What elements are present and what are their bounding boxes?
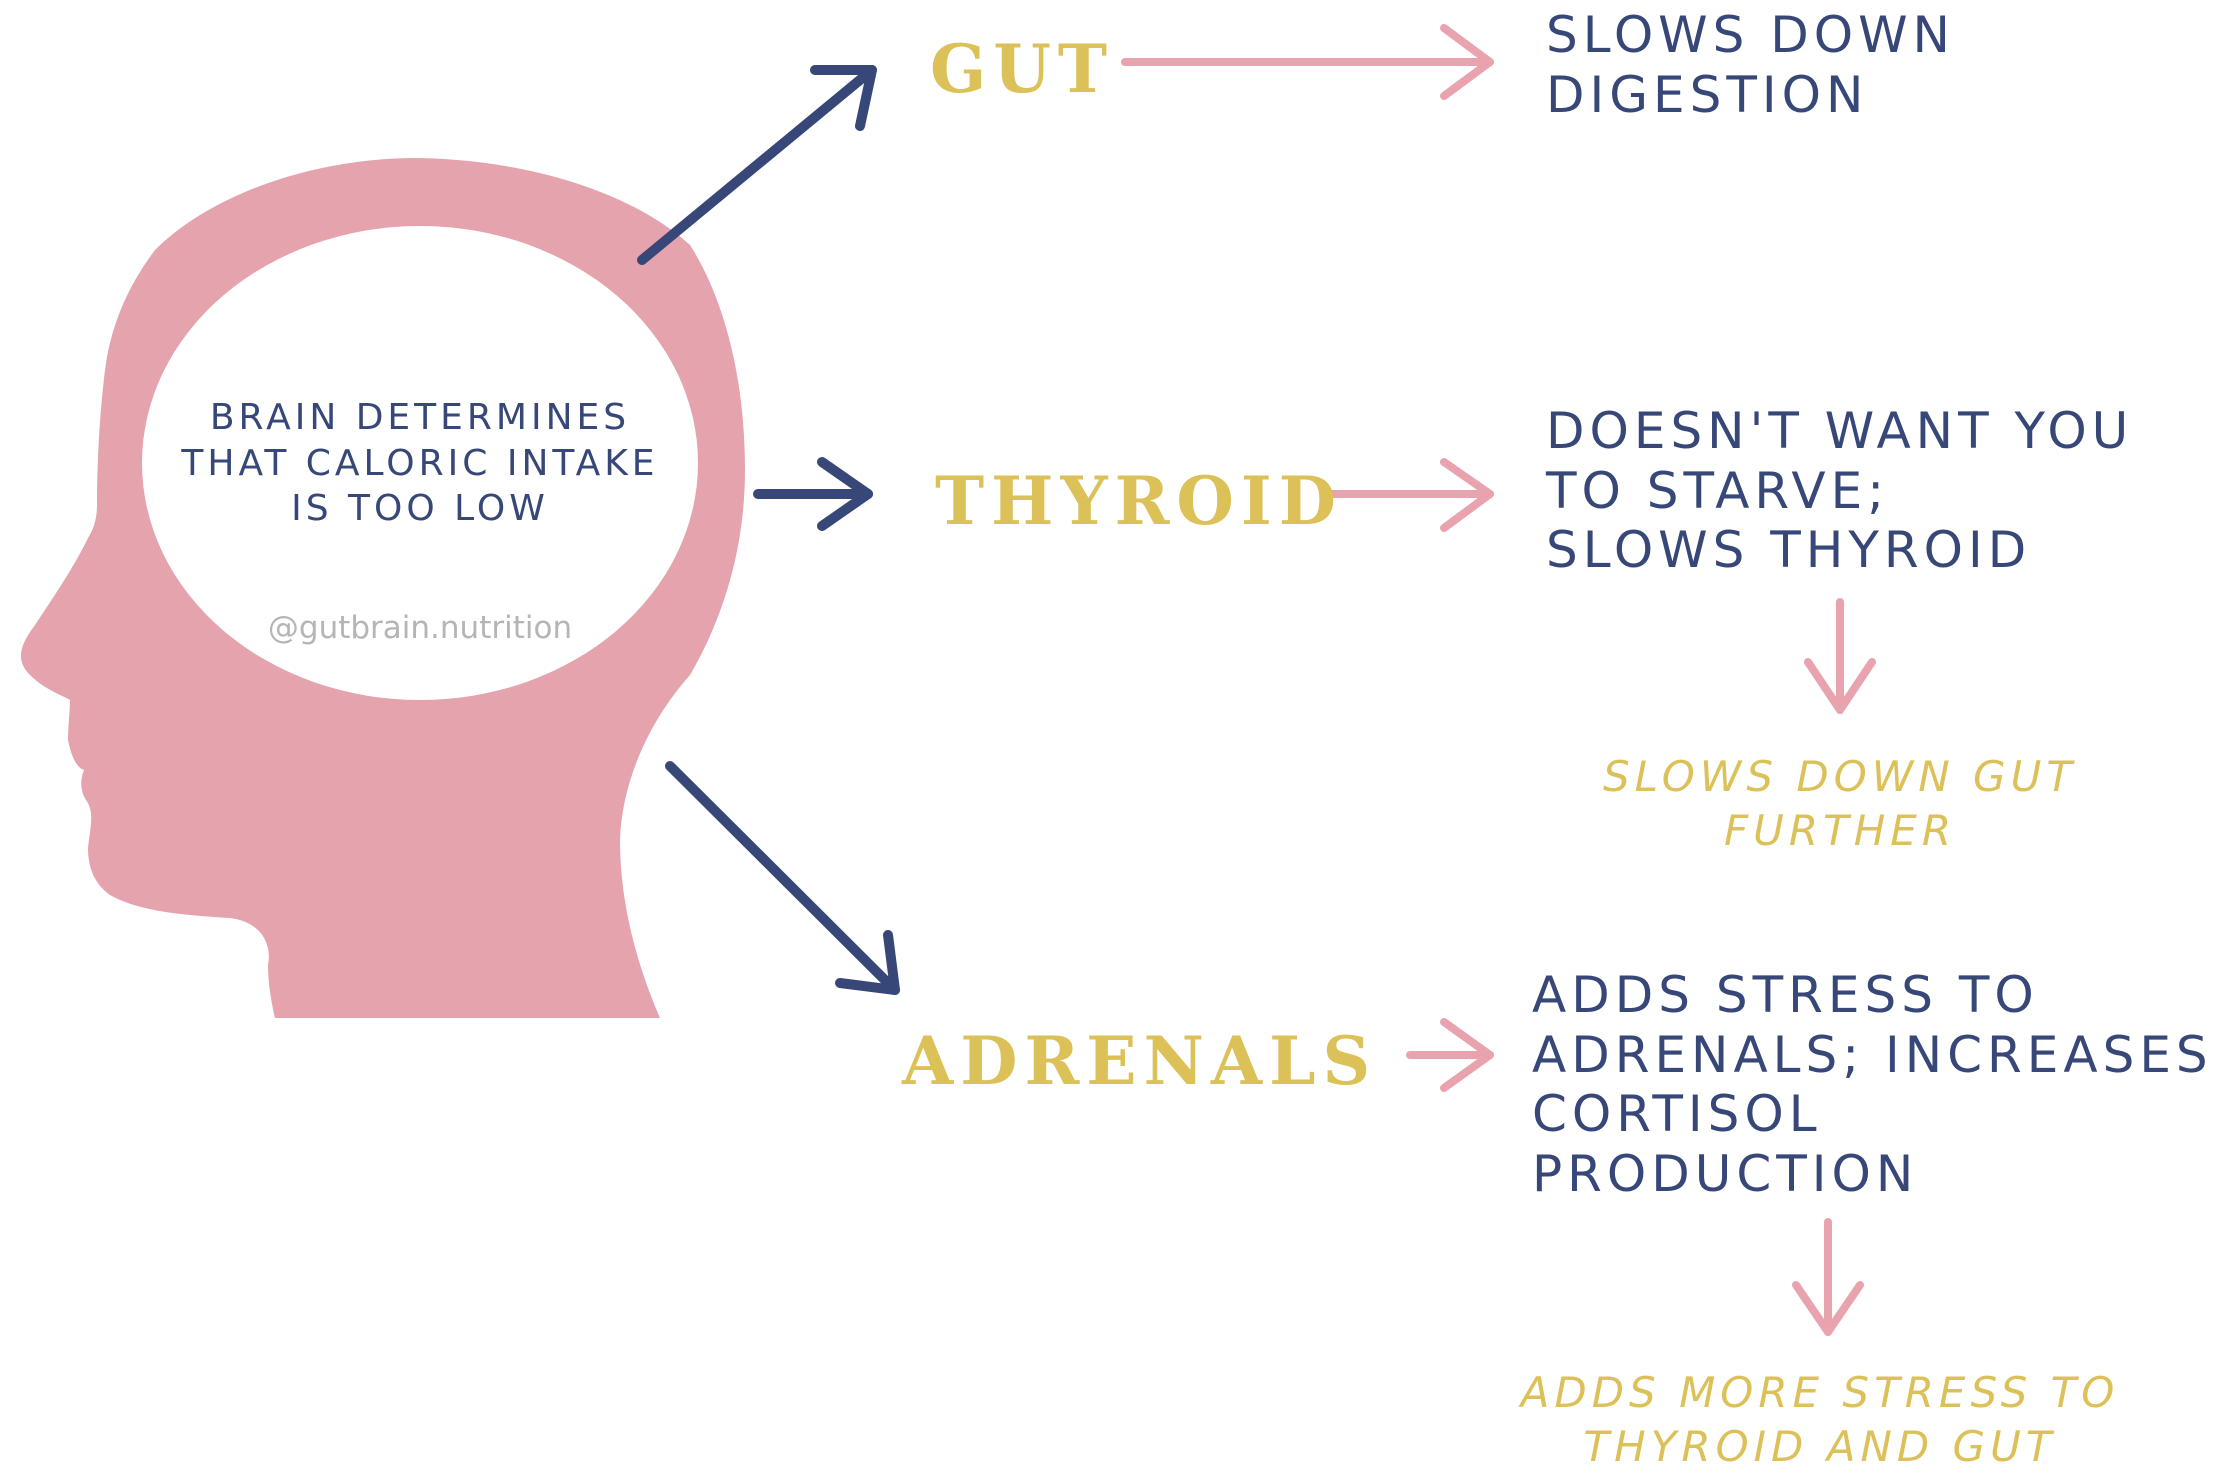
consequence-text-thyroid: SLOWS DOWN GUT FURTHER (1580, 750, 2100, 858)
arrow-head-to-gut (642, 70, 872, 260)
arrow-gut-to-effect (1125, 28, 1490, 96)
effect-text-thyroid: DOESN'T WANT YOU TO STARVE; SLOWS THYROI… (1546, 402, 2133, 581)
organ-label-thyroid: THYROID (935, 462, 1343, 540)
effect-text-adrenals: ADDS STRESS TO ADRENALS; INCREASES CORTI… (1532, 966, 2216, 1204)
watermark-handle: @gutbrain.nutrition (240, 610, 600, 646)
arrow-adrenals-effect-down (1796, 1222, 1860, 1332)
arrow-thyroid-to-effect (1332, 462, 1490, 528)
arrow-thyroid-effect-down (1808, 602, 1872, 710)
effect-text-gut: SLOWS DOWN DIGESTION (1546, 6, 1955, 125)
arrow-head-to-thyroid (758, 462, 868, 526)
organ-label-gut: GUT (930, 30, 1114, 108)
arrow-head-to-adrenals (670, 766, 895, 990)
consequence-text-adrenals: ADDS MORE STRESS TO THYROID AND GUT (1510, 1366, 2130, 1474)
organ-label-adrenals: ADRENALS (902, 1022, 1377, 1100)
brain-caption: BRAIN DETERMINES THAT CALORIC INTAKE IS … (140, 395, 700, 532)
arrow-adrenals-to-effect (1410, 1022, 1490, 1088)
